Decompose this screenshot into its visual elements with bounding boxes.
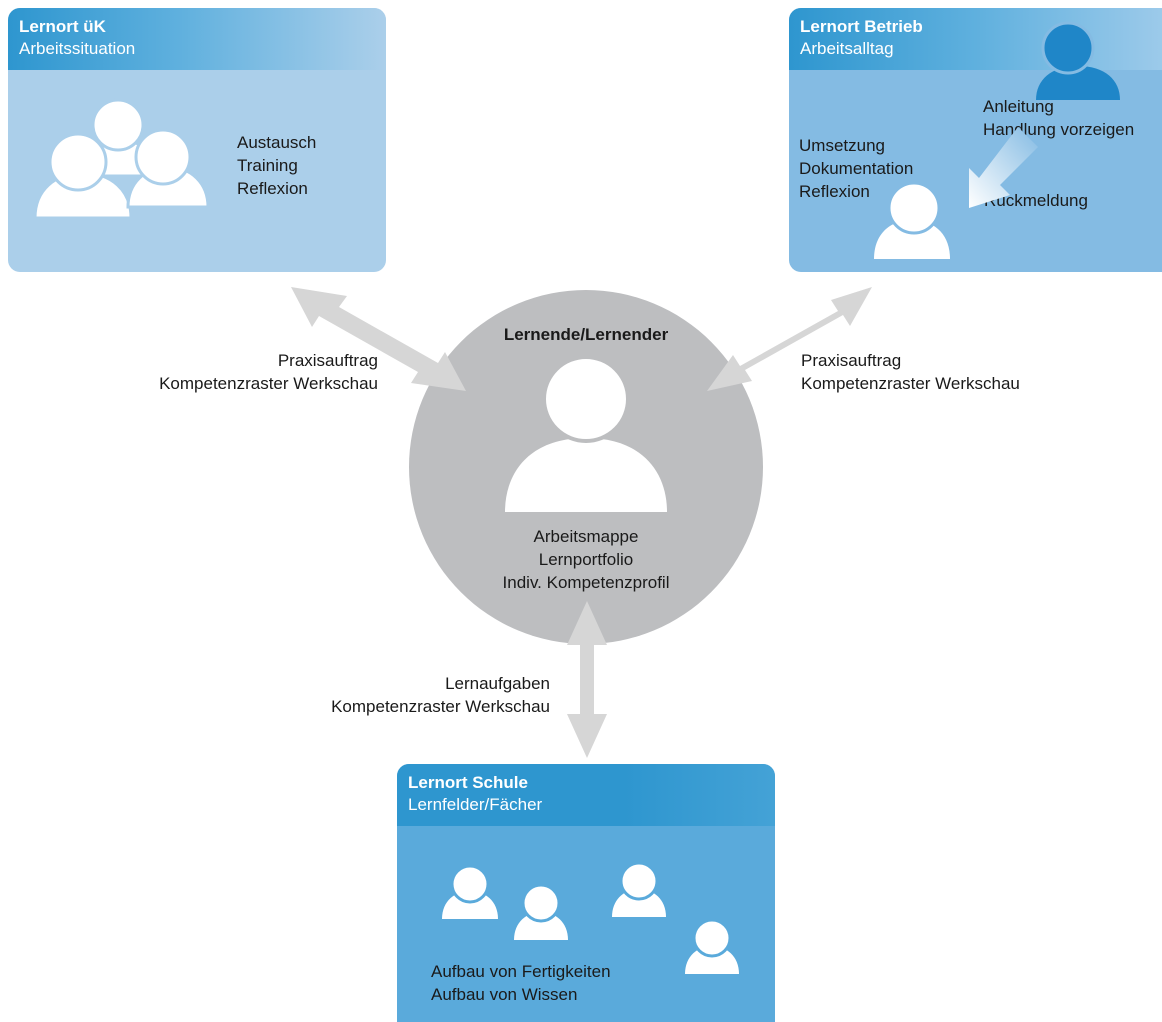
schule-title: Lernort Schule <box>408 773 528 792</box>
uek-group-icon <box>33 98 210 220</box>
betrieb-trainer-line-1: Anleitung <box>983 97 1054 116</box>
uek-activity-2: Training <box>237 156 298 175</box>
link-left-line-1: Praxisauftrag <box>277 351 378 370</box>
uek-subtitle: Arbeitssituation <box>19 39 136 58</box>
schule-subtitle: Lernfelder/Fächer <box>408 795 543 814</box>
lernort-betrieb-box: Lernort Betrieb Arbeitsalltag Anleitung … <box>789 8 1162 272</box>
schule-text: Aufbau von Fertigkeiten Aufbau von Wisse… <box>431 960 611 1006</box>
arrow-uek-learner <box>291 287 466 391</box>
schule-line-1: Aufbau von Fertigkeiten <box>431 962 611 981</box>
betrieb-learner-text: Umsetzung Dokumentation Reflexion <box>799 134 913 203</box>
student-icon-3 <box>612 861 666 917</box>
uek-title: Lernort üK <box>19 17 106 36</box>
schule-line-2: Aufbau von Wissen <box>431 985 578 1004</box>
uek-activity-3: Reflexion <box>237 179 308 198</box>
learner-tools: Arbeitsmappe Lernportfolio Indiv. Kompet… <box>436 525 736 594</box>
link-right-line-1: Praxisauftrag <box>801 351 902 370</box>
link-left-line-2: Kompetenzraster Werkschau <box>159 374 378 393</box>
betrieb-learner-line-1: Umsetzung <box>799 136 885 155</box>
arrow-betrieb-learner <box>707 287 872 391</box>
link-bottom-line-1: Lernaufgaben <box>445 674 550 693</box>
link-bottom-line-2: Kompetenzraster Werkschau <box>331 697 550 716</box>
link-label-left: Praxisauftrag Kompetenzraster Werkschau <box>60 349 378 395</box>
arrow-schule-learner <box>567 601 607 758</box>
learner-title: Lernende/Lernender <box>503 325 669 344</box>
student-icon-2 <box>514 883 568 940</box>
uek-activity-1: Austausch <box>237 133 317 152</box>
betrieb-subtitle: Arbeitsalltag <box>800 39 894 58</box>
betrieb-learner-line-2: Dokumentation <box>799 159 914 178</box>
link-label-bottom: Lernaufgaben Kompetenzraster Werkschau <box>232 672 550 718</box>
learner-tool-3: Indiv. Kompetenzprofil <box>502 573 670 592</box>
uek-activities: Austausch Training Reflexion <box>237 131 316 200</box>
student-icon-1 <box>442 864 498 919</box>
learner-tool-2: Lernportfolio <box>538 550 634 569</box>
lernort-uek-box: Lernort üK Arbeitssituation Austausch Tr… <box>8 8 386 272</box>
learner-person-icon <box>505 355 667 512</box>
betrieb-learner-person-icon <box>874 181 950 259</box>
betrieb-feedback: Rückmeldung <box>984 191 1088 210</box>
betrieb-title: Lernort Betrieb <box>800 17 923 36</box>
trainer-person-icon <box>1036 21 1120 100</box>
lernort-schule-box: Lernort Schule Lernfelder/Fächer Aufbau … <box>397 764 775 1022</box>
learner-tool-1: Arbeitsmappe <box>533 527 639 546</box>
link-right-line-2: Kompetenzraster Werkschau <box>801 374 1020 393</box>
betrieb-learner-line-3: Reflexion <box>799 182 870 201</box>
link-label-right: Praxisauftrag Kompetenzraster Werkschau <box>801 349 1020 395</box>
student-icon-4 <box>685 918 739 974</box>
feedback-arrow-icon <box>969 127 1038 208</box>
